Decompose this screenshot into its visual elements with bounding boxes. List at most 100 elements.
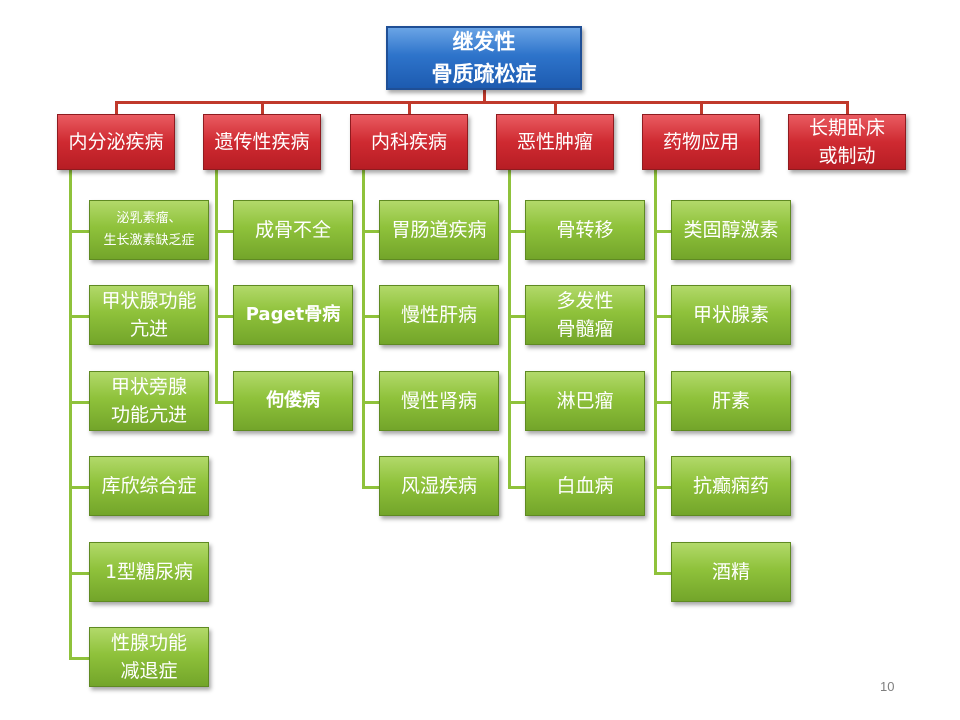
category-connector (114, 101, 118, 114)
leaf-box: 慢性肝病 (379, 285, 499, 345)
leaf-box-text: 慢性肾病 (400, 390, 477, 412)
category-box-text: 药物应用 (662, 131, 739, 153)
leaf-branch-line (69, 401, 89, 404)
leaf-box: 佝偻病 (233, 371, 353, 431)
leaf-trunk-line (215, 170, 218, 403)
leaf-box-text: 1型糖尿病 (104, 561, 194, 583)
leaf-box: 库欣综合症 (89, 456, 209, 516)
leaf-box-text: 酒精 (711, 561, 750, 583)
root-node-text: 继发性 (452, 30, 516, 54)
leaf-box: 风湿疾病 (379, 456, 499, 516)
leaf-box-text: 类固醇激素 (683, 219, 779, 241)
leaf-box-text: 亢进 (129, 318, 168, 340)
leaf-branch-line (654, 486, 671, 489)
leaf-box: 性腺功能减退症 (89, 627, 209, 687)
leaf-box-text: 抗癫痫药 (692, 475, 769, 497)
leaf-branch-line (69, 230, 89, 233)
leaf-box: 白血病 (525, 456, 645, 516)
leaf-box-text: 慢性肝病 (400, 304, 477, 326)
category-box-text: 内科疾病 (370, 131, 447, 153)
category-box-text: 遗传性疾病 (214, 131, 310, 153)
leaf-box: 泌乳素瘤、生长激素缺乏症 (89, 200, 209, 260)
category-box-text: 恶性肿瘤 (516, 131, 593, 153)
category-connector (407, 101, 411, 114)
leaf-box-text: 胃肠道疾病 (391, 219, 487, 241)
leaf-branch-line (362, 230, 379, 233)
leaf-box-text: 佝偻病 (266, 390, 320, 411)
leaf-branch-line (508, 486, 525, 489)
leaf-box: 淋巴瘤 (525, 371, 645, 431)
root-connector (482, 90, 486, 103)
category-box-text: 或制动 (818, 145, 876, 167)
category-box: 内科疾病 (350, 114, 468, 170)
root-node-text: 骨质疏松症 (431, 62, 537, 86)
leaf-branch-line (362, 486, 379, 489)
leaf-trunk-line (508, 170, 511, 488)
leaf-branch-line (215, 230, 233, 233)
leaf-branch-line (215, 401, 233, 404)
leaf-box: 1型糖尿病 (89, 542, 209, 602)
leaf-branch-line (69, 486, 89, 489)
leaf-branch-line (508, 401, 525, 404)
leaf-box: 酒精 (671, 542, 791, 602)
leaf-box-text: 性腺功能 (110, 632, 187, 654)
category-box: 内分泌疾病 (57, 114, 175, 170)
leaf-box: 甲状腺功能亢进 (89, 285, 209, 345)
leaf-branch-line (654, 401, 671, 404)
leaf-box-text: 功能亢进 (110, 404, 187, 426)
leaf-box-text: 减退症 (120, 660, 178, 682)
leaf-box-text: 库欣综合症 (101, 475, 197, 497)
category-box: 长期卧床或制动 (788, 114, 906, 170)
leaf-box-text: 骨转移 (556, 219, 614, 241)
leaf-box-text: 风湿疾病 (400, 475, 477, 497)
category-box: 遗传性疾病 (203, 114, 321, 170)
leaf-box: 甲状腺素 (671, 285, 791, 345)
root-node: 继发性骨质疏松症 (386, 26, 582, 90)
category-connector (699, 101, 703, 114)
leaf-box-text: 甲状腺素 (692, 304, 769, 326)
leaf-branch-line (654, 315, 671, 318)
leaf-box: 类固醇激素 (671, 200, 791, 260)
leaf-box: 抗癫痫药 (671, 456, 791, 516)
leaf-trunk-line (69, 170, 72, 659)
leaf-box-text: 甲状旁腺 (110, 376, 187, 398)
leaf-box: 多发性骨髓瘤 (525, 285, 645, 345)
leaf-trunk-line (362, 170, 365, 488)
leaf-branch-line (362, 401, 379, 404)
leaf-box: 慢性肾病 (379, 371, 499, 431)
category-box: 药物应用 (642, 114, 760, 170)
leaf-branch-line (362, 315, 379, 318)
category-connector (553, 101, 557, 114)
leaf-box-text: 生长激素缺乏症 (103, 233, 195, 248)
leaf-box-text: 多发性 (556, 290, 614, 312)
category-connector (260, 101, 264, 114)
leaf-box-text: 淋巴瘤 (556, 390, 614, 412)
leaf-box: Paget骨病 (233, 285, 353, 345)
category-box-text: 长期卧床 (808, 117, 885, 139)
leaf-box: 甲状旁腺功能亢进 (89, 371, 209, 431)
category-box-text: 内分泌疾病 (68, 131, 164, 153)
leaf-trunk-line (654, 170, 657, 574)
leaf-box-text: Paget骨病 (245, 304, 341, 325)
leaf-box-text: 肝素 (711, 390, 750, 412)
category-connector (845, 101, 849, 114)
leaf-branch-line (69, 657, 89, 660)
leaf-box: 肝素 (671, 371, 791, 431)
leaf-branch-line (654, 572, 671, 575)
leaf-branch-line (508, 315, 525, 318)
leaf-box-text: 泌乳素瘤、 (116, 211, 182, 226)
leaf-branch-line (215, 315, 233, 318)
leaf-box-text: 甲状腺功能 (101, 290, 197, 312)
leaf-box-text: 骨髓瘤 (556, 318, 614, 340)
leaf-branch-line (69, 572, 89, 575)
leaf-branch-line (508, 230, 525, 233)
leaf-box-text: 白血病 (556, 475, 614, 497)
leaf-box: 成骨不全 (233, 200, 353, 260)
leaf-box: 胃肠道疾病 (379, 200, 499, 260)
leaf-box: 骨转移 (525, 200, 645, 260)
category-box: 恶性肿瘤 (496, 114, 614, 170)
page-number: 10 (880, 679, 895, 694)
leaf-box-text: 成骨不全 (254, 219, 331, 241)
leaf-branch-line (69, 315, 89, 318)
